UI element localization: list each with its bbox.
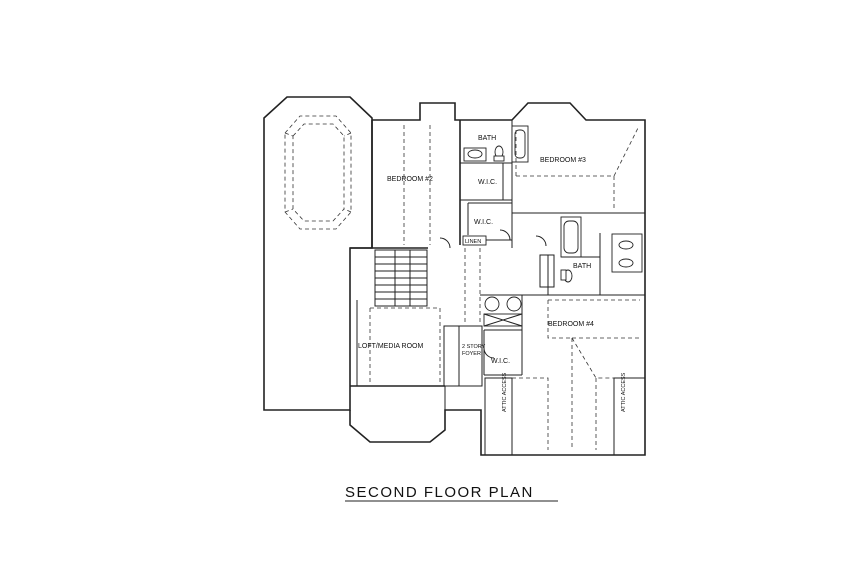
loft-area: [369, 248, 483, 387]
bedroom-4-ceiling: [484, 299, 646, 456]
linen-label: LINEN: [465, 239, 481, 245]
bedroom-3-label: BEDROOM #3: [540, 157, 586, 164]
wic-3-label: W.I.C.: [491, 358, 510, 365]
left-wing-outline: [263, 96, 373, 411]
laundry-wic3: [480, 294, 548, 376]
bath-wic-walls: [439, 120, 547, 249]
attic-access-right-label: ATTIC ACCESS: [621, 372, 627, 412]
middle-bath-label: BATH: [573, 263, 591, 270]
bedroom-2-ceiling: [403, 125, 431, 245]
bedroom-2-label: BEDROOM #2: [387, 176, 433, 183]
bedroom-3-walls: [512, 127, 645, 214]
attic-access-left-label: ATTIC ACCESS: [502, 372, 508, 412]
foyer-label-line1: 2 STORY: [462, 344, 486, 350]
bedroom-4-label: BEDROOM #4: [548, 321, 594, 328]
plan-title: SECOND FLOOR PLAN: [345, 484, 534, 501]
wic-1-label: W.I.C.: [478, 179, 497, 186]
middle-bath: [539, 216, 645, 296]
top-bath-label: BATH: [478, 135, 496, 142]
foyer-label-line2: FOYER: [462, 351, 481, 357]
wic-2-label: W.I.C.: [474, 219, 493, 226]
staircase: [374, 249, 428, 307]
loft-label: LOFT/MEDIA ROOM: [358, 343, 424, 350]
top-bath-fixtures: [463, 125, 529, 163]
exterior-walls: [349, 102, 646, 456]
